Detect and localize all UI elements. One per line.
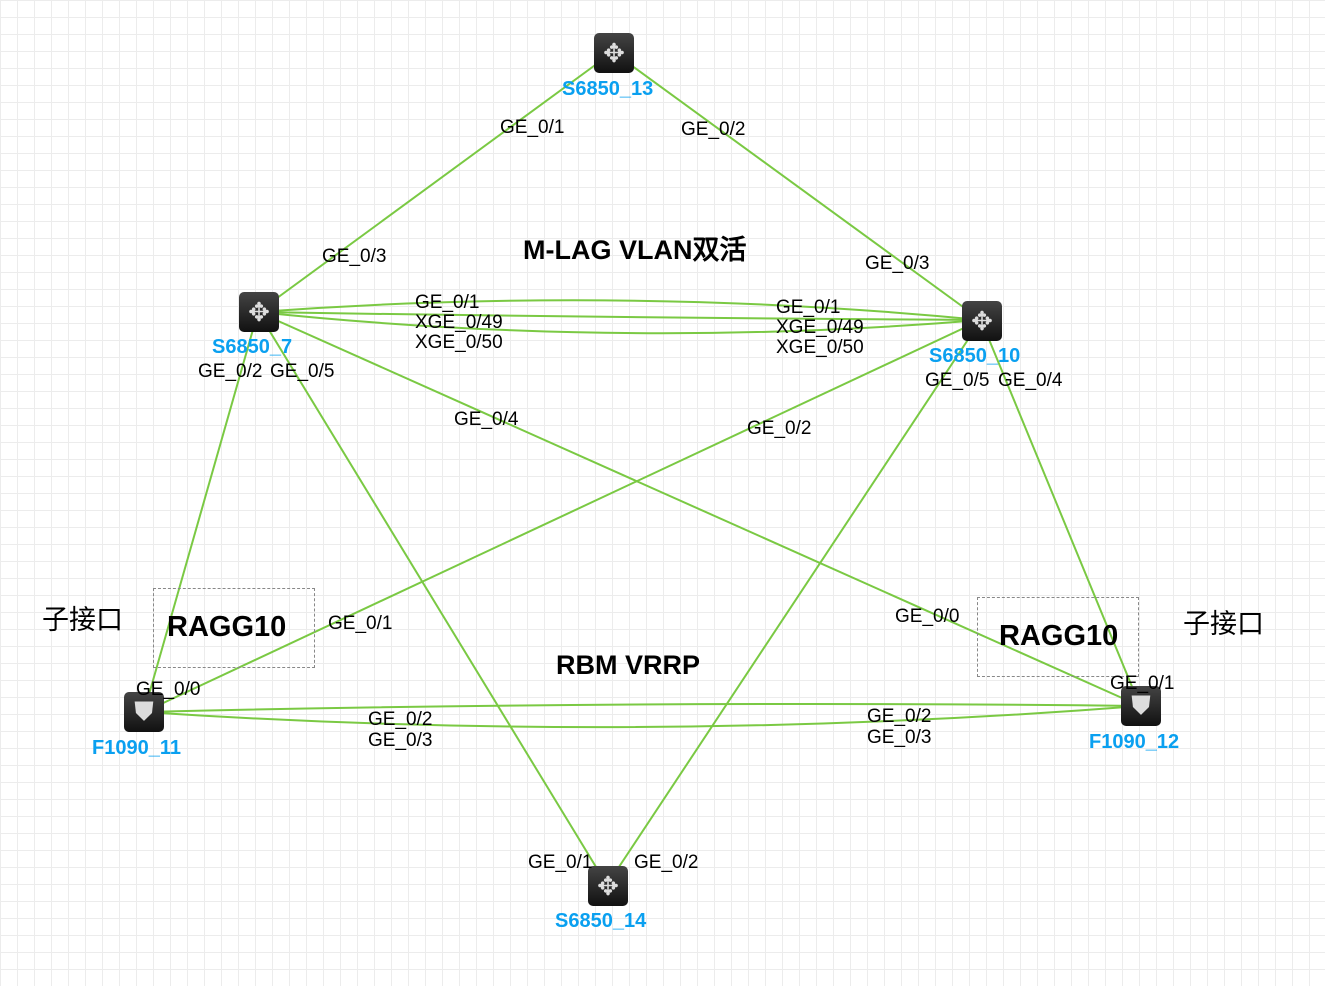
port-label: XGE_0/49: [415, 312, 503, 333]
link: [257, 311, 982, 335]
link: [257, 311, 608, 886]
link: [143, 319, 982, 713]
port-label: GE_0/3: [368, 730, 433, 751]
port-label: GE_0/2: [747, 418, 812, 439]
link: [606, 319, 982, 886]
link: [257, 299, 982, 321]
port-label: GE_0/5: [925, 370, 990, 391]
port-label: GE_0/1: [1110, 673, 1175, 694]
link: [612, 51, 982, 321]
port-label: GE_0/3: [322, 246, 387, 267]
firewall-icon[interactable]: ⛊: [1121, 686, 1161, 726]
node-label-s6850-10: S6850_10: [929, 345, 1021, 367]
switch-icon[interactable]: ✥: [239, 292, 279, 332]
link: [257, 51, 614, 313]
node-label-s6850-13: S6850_13: [562, 78, 654, 100]
switch-icon[interactable]: ✥: [594, 33, 634, 73]
port-label: GE_0/0: [136, 679, 201, 700]
switch-icon[interactable]: ✥: [962, 301, 1002, 341]
link: [143, 703, 1141, 713]
switch-icon[interactable]: ✥: [588, 866, 628, 906]
port-label: XGE_0/50: [776, 337, 864, 358]
port-label: GE_0/3: [865, 253, 930, 274]
port-label: GE_0/1: [500, 117, 565, 138]
port-label: GE_0/4: [998, 370, 1063, 391]
rbm-title: RBM VRRP: [556, 650, 701, 680]
link: [257, 311, 982, 321]
ragg-label-right: RAGG10: [999, 620, 1119, 652]
port-label: GE_0/1: [776, 297, 841, 318]
ragg-box-right: [977, 597, 1139, 677]
port-label: GE_0/1: [415, 292, 480, 313]
port-label: GE_0/3: [867, 727, 932, 748]
port-label: XGE_0/50: [415, 332, 503, 353]
port-label: GE_0/1: [528, 852, 593, 873]
port-label: XGE_0/49: [776, 317, 864, 338]
subinterface-note-right: 子接口: [1183, 609, 1264, 640]
port-label: GE_0/5: [270, 361, 335, 382]
port-label: GE_0/2: [198, 361, 263, 382]
link: [257, 311, 1141, 707]
port-label: GE_0/0: [895, 606, 960, 627]
mlag-title: M-LAG VLAN双活: [523, 235, 747, 265]
ragg-box-left: [153, 588, 315, 668]
port-label: GE_0/2: [368, 709, 433, 730]
node-label-s6850-7: S6850_7: [212, 336, 293, 358]
port-label: GE_0/4: [454, 409, 519, 430]
link: [143, 705, 1141, 729]
port-label: GE_0/1: [328, 613, 393, 634]
link: [980, 319, 1141, 707]
port-label: GE_0/2: [634, 852, 699, 873]
node-label-f1090-12: F1090_12: [1089, 731, 1180, 753]
node-label-s6850-14: S6850_14: [555, 910, 647, 932]
port-label: GE_0/2: [681, 119, 746, 140]
ragg-label-left: RAGG10: [167, 611, 287, 643]
port-label: GE_0/2: [867, 706, 932, 727]
node-label-f1090-11: F1090_11: [92, 737, 181, 759]
firewall-icon[interactable]: ⛊: [124, 692, 164, 732]
subinterface-note-left: 子接口: [42, 605, 123, 636]
link: [143, 311, 259, 713]
